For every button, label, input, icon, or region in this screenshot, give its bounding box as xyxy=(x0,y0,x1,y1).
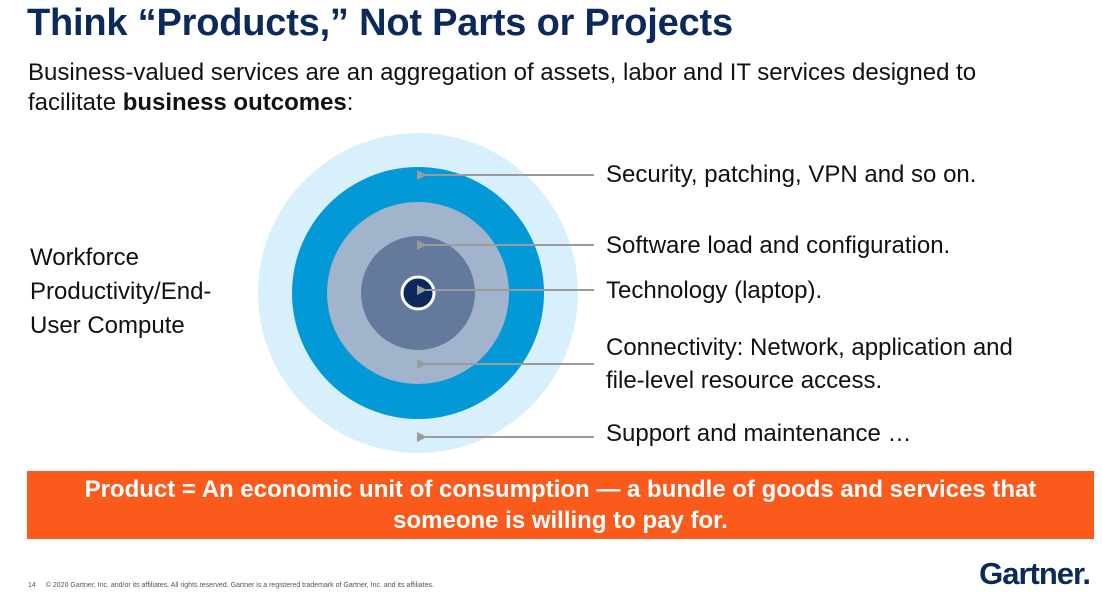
callout-software: Software load and configuration. xyxy=(606,232,951,259)
gartner-logo: Gartner. xyxy=(979,556,1091,591)
banner-text: Product = An economic unit of consumptio… xyxy=(84,476,1037,534)
ring-core xyxy=(400,275,436,311)
subtitle-colon: : xyxy=(346,89,354,116)
callout-technology: Technology (laptop). xyxy=(606,277,823,304)
footer: 14 © 2020 Gartner, Inc. and/or its affili… xyxy=(28,582,434,589)
definition-banner: Product = An economic unit of consumptio… xyxy=(27,471,1094,539)
subtitle-emphasis: business outcomes xyxy=(122,89,347,116)
callout-support: Support and maintenance … xyxy=(606,420,912,447)
callout-security: Security, patching, VPN and so on. xyxy=(606,161,977,188)
workforce-label: Workforce Productivity/End-User Compute xyxy=(30,244,212,339)
copyright-text: © 2020 Gartner, Inc. and/or its affiliat… xyxy=(45,582,434,589)
subtitle-text: Business-valued services are an aggregat… xyxy=(28,59,977,116)
slide-subtitle: Business-valued services are an aggregat… xyxy=(28,58,1068,118)
slide-title: Think “Products,” Not Parts or Projects xyxy=(27,2,733,44)
page-number: 14 xyxy=(28,582,36,589)
